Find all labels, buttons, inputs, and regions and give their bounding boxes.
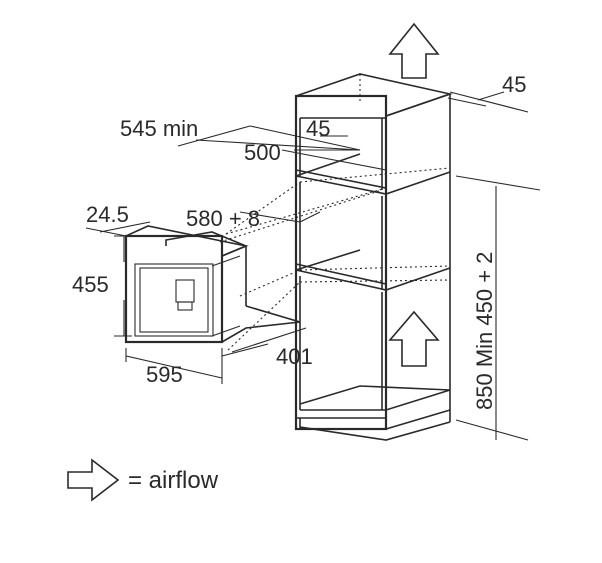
airflow-arrow-top [388, 22, 440, 79]
dim-front-offset: 24.5 [86, 202, 129, 227]
dim-niche-width: 580 + 8 [186, 206, 260, 231]
projection-lines [219, 167, 451, 351]
airflow-icon [67, 458, 120, 502]
dim-inner-offset: 45 [306, 116, 330, 141]
dim-appliance-width: 595 [146, 362, 183, 387]
dim-niche-height: 850 Min 450 + 2 [472, 252, 497, 410]
legend-airflow-text: = airflow [128, 467, 219, 494]
dim-min-depth: 545 min [120, 116, 198, 141]
dim-appliance-depth: 401 [276, 344, 313, 369]
dim-appliance-height: 455 [72, 272, 109, 297]
dim-top-right: 45 [502, 72, 526, 97]
dim-depth: 500 [244, 140, 281, 165]
tall-cabinet [294, 73, 453, 441]
dimension-lines [85, 91, 541, 441]
airflow-arrow-middle [388, 310, 440, 367]
coffee-machine [124, 225, 301, 344]
